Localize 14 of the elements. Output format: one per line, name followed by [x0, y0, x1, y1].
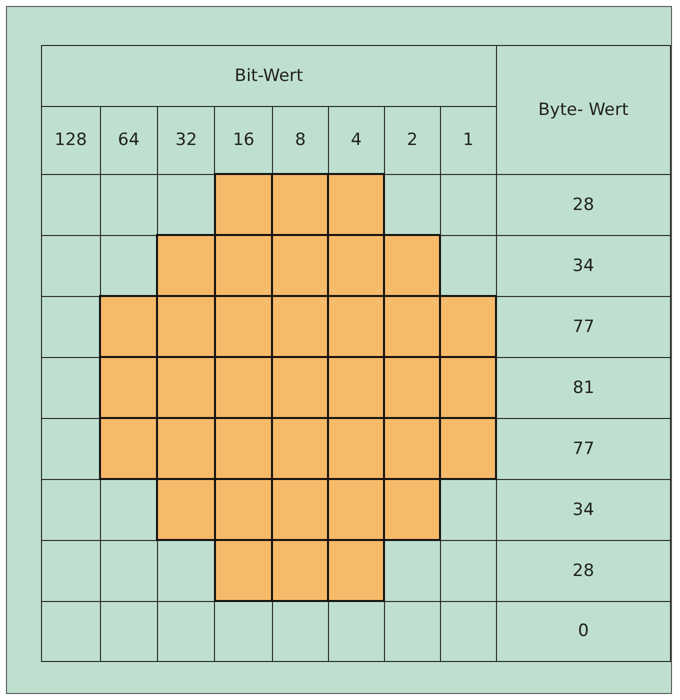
byte-value: 77: [496, 418, 670, 479]
byte-value: 34: [496, 235, 670, 296]
column-header: Byte- Wert: [496, 46, 670, 174]
column-header: Bit-Wert: [42, 46, 496, 106]
byte-value: 34: [496, 479, 670, 540]
byte-value: 77: [496, 296, 670, 357]
byte-value: 81: [496, 357, 670, 418]
bit-value-label: 2: [384, 106, 440, 174]
byte-value: 0: [496, 601, 670, 662]
bit-value-label: 128: [42, 106, 100, 174]
byte-value: 28: [496, 540, 670, 601]
bit-value-label: 32: [157, 106, 215, 174]
bit-value-label: 64: [100, 106, 158, 174]
byte-value: 28: [496, 174, 670, 235]
